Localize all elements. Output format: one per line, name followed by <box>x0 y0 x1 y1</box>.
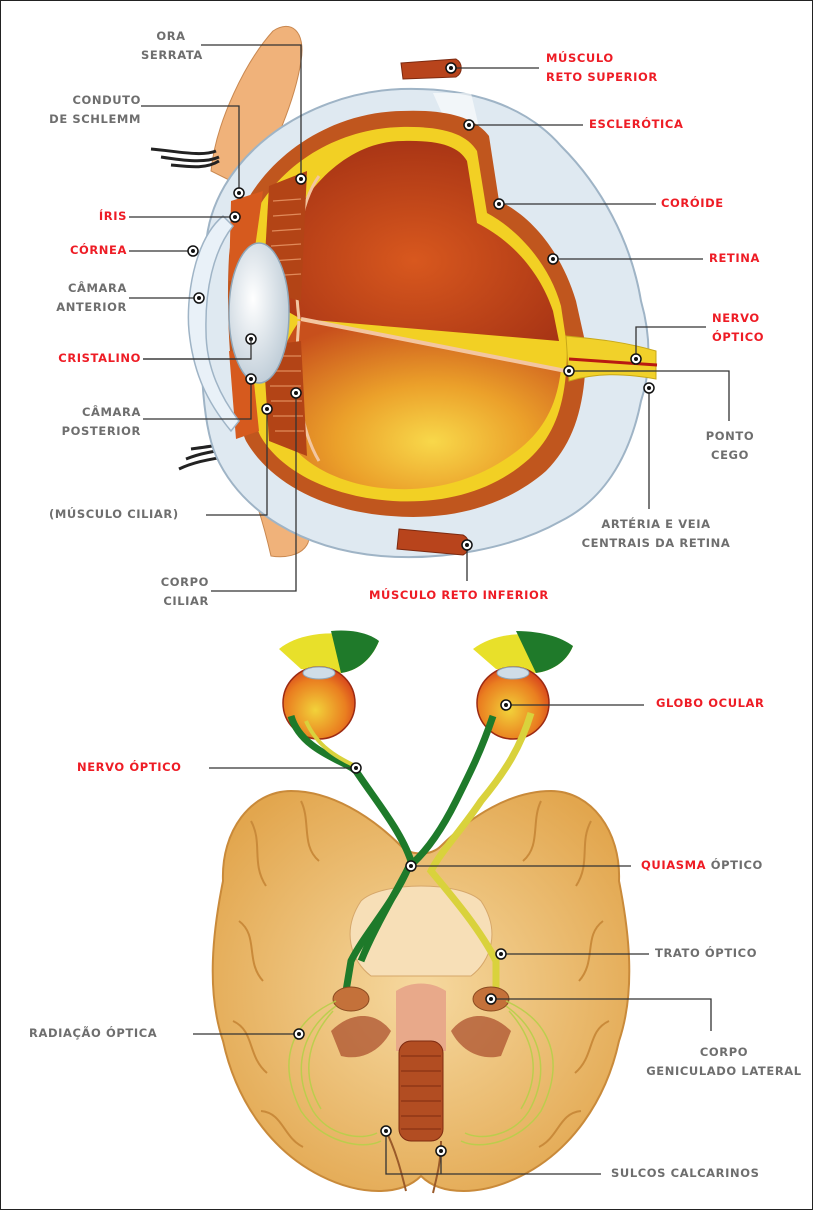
label-ora-serrata: ORA SERRATA <box>141 27 201 65</box>
label-esclerotica: ESCLERÓTICA <box>589 115 709 134</box>
label-camara-anterior: CÂMARA ANTERIOR <box>31 279 127 317</box>
label-musculo-reto-inferior: MÚSCULO RETO INFERIOR <box>369 586 579 605</box>
label-musculo-ciliar: (MÚSCULO CILIAR) <box>49 505 209 524</box>
label-optico: ÓPTICO <box>706 858 763 872</box>
upper-eyelashes <box>151 149 219 167</box>
label-coroide: CORÓIDE <box>661 194 741 213</box>
label-cornea: CÓRNEA <box>41 241 127 260</box>
label-iris: ÍRIS <box>61 207 127 226</box>
lgn-left <box>333 987 369 1011</box>
label-corpo-ciliar: CORPO CILIAR <box>121 573 209 611</box>
label-globo-ocular: GLOBO OCULAR <box>656 694 796 713</box>
label-camara-posterior: CÂMARA POSTERIOR <box>31 403 141 441</box>
label-radiacao-optica: RADIAÇÃO ÓPTICA <box>29 1024 191 1043</box>
label-cristalino: CRISTALINO <box>31 349 141 368</box>
label-nervo-optico-eye: NERVO ÓPTICO <box>712 309 782 347</box>
label-sulcos-calcarinos: SULCOS CALCARINOS <box>611 1164 801 1183</box>
visual-pathway <box>213 630 630 1193</box>
label-conduto-schlemm: CONDUTO DE SCHLEMM <box>31 91 141 129</box>
label-quiasma-optico: QUIASMA ÓPTICO <box>641 856 801 875</box>
label-musculo-reto-superior: MÚSCULO RETO SUPERIOR <box>546 49 706 87</box>
label-trato-optico: TRATO ÓPTICO <box>655 944 785 963</box>
label-ponto-cego: PONTO CEGO <box>693 427 767 465</box>
label-corpo-geniculado: CORPO GENICULADO LATERAL <box>641 1043 807 1081</box>
lens <box>229 243 289 383</box>
label-retina: RETINA <box>709 249 779 268</box>
label-nervo-optico-pathway: NERVO ÓPTICO <box>77 758 207 777</box>
label-arteria-veia: ARTÉRIA E VEIA CENTRAIS DA RETINA <box>573 515 739 553</box>
label-quiasma: QUIASMA <box>641 858 706 872</box>
